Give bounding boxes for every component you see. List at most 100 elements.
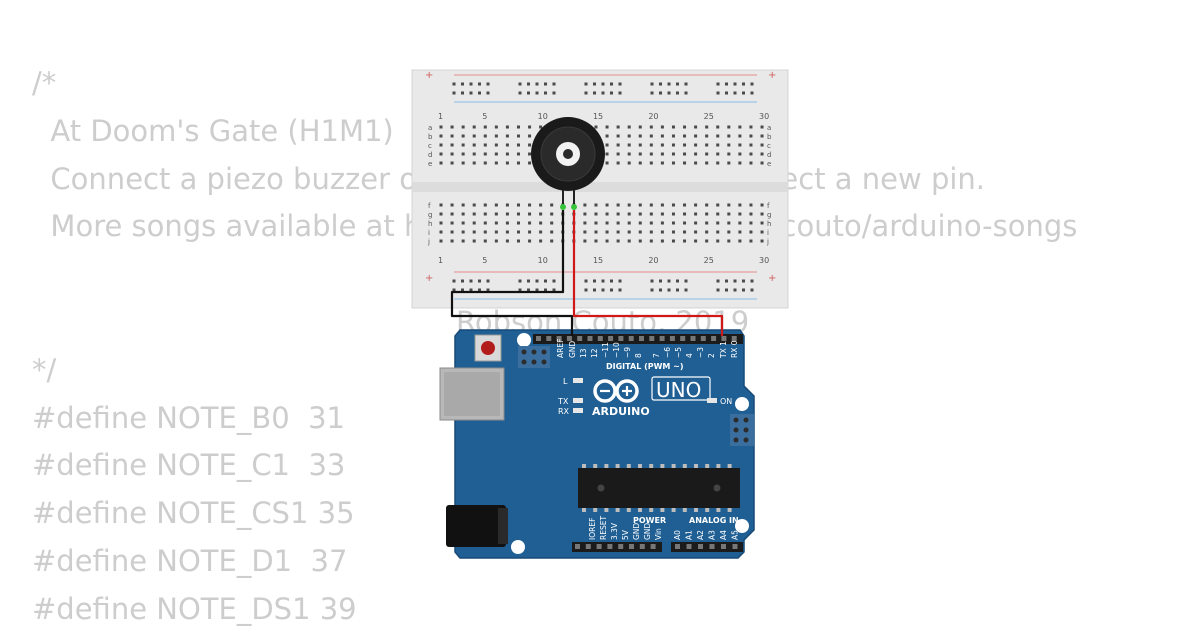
bb-column-number: 10 bbox=[538, 256, 548, 265]
led-rx bbox=[573, 408, 583, 413]
digital-pin-label: 7 bbox=[652, 353, 661, 358]
digital-pin-label: ~3 bbox=[696, 347, 705, 358]
bb-plus-br: + bbox=[768, 273, 776, 284]
bb-row-label: i bbox=[428, 229, 430, 237]
code-line: #define NOTE_C1 33 bbox=[32, 448, 346, 483]
digital-pin-label: 13 bbox=[579, 348, 588, 358]
bb-row-label: f bbox=[428, 202, 431, 210]
bb-plus-tl: + bbox=[425, 70, 433, 81]
code-line: */ bbox=[32, 352, 57, 387]
bb-row-label: i bbox=[767, 229, 769, 237]
led-l bbox=[573, 378, 583, 383]
digital-pin-label: GND bbox=[568, 341, 577, 358]
led-on bbox=[707, 398, 717, 403]
bb-column-number: 30 bbox=[759, 256, 769, 265]
bb-column-number: 5 bbox=[482, 112, 487, 121]
bb-row-label: a bbox=[428, 124, 432, 132]
code-line: #define NOTE_CS1 35 bbox=[32, 496, 355, 531]
bb-column-number: 10 bbox=[538, 112, 548, 121]
bb-row-label: c bbox=[767, 142, 771, 150]
bb-row-label: g bbox=[767, 211, 771, 219]
bb-row-label: j bbox=[766, 238, 769, 246]
wire-red[interactable] bbox=[572, 210, 724, 336]
bb-plus-tr: + bbox=[768, 70, 776, 81]
bb-column-number: 20 bbox=[648, 256, 658, 265]
uno-label: UNO bbox=[656, 378, 701, 402]
led-on-label: ON bbox=[720, 397, 732, 406]
analog-pin-label: A3 bbox=[708, 530, 717, 540]
microcontroller-chip bbox=[578, 468, 740, 508]
bb-column-number: 25 bbox=[704, 256, 714, 265]
bb-row-label: b bbox=[767, 133, 772, 141]
digital-pin-label: 8 bbox=[634, 353, 643, 358]
power-pin-label: IOREF bbox=[588, 518, 597, 540]
digital-pin-label: ~5 bbox=[674, 347, 683, 358]
code-line: #define NOTE_D1 37 bbox=[32, 543, 348, 578]
code-line: #define NOTE_DS1 39 bbox=[32, 591, 357, 626]
power-pin-label: Vin bbox=[654, 528, 663, 540]
dc-jack bbox=[446, 505, 506, 547]
bb-column-number: 1 bbox=[438, 256, 443, 265]
bb-row-label: c bbox=[428, 142, 432, 150]
bb-column-number: 30 bbox=[759, 112, 769, 121]
code-line: At Doom's Gate (H1M1) bbox=[32, 113, 394, 148]
code-line: #define NOTE_B0 31 bbox=[32, 400, 345, 435]
digital-pin-label: ~6 bbox=[663, 347, 672, 358]
piezo-buzzer[interactable] bbox=[531, 117, 605, 210]
led-rx-label: RX bbox=[558, 407, 570, 416]
power-pin-label: 5V bbox=[621, 529, 630, 540]
power-header bbox=[572, 542, 662, 552]
bb-row-label: e bbox=[428, 160, 432, 168]
power-pin-label: 3.3V bbox=[610, 522, 619, 540]
power-header-label: POWER bbox=[633, 516, 666, 525]
analog-pin-label: A2 bbox=[696, 530, 705, 540]
wire-black[interactable] bbox=[450, 210, 574, 336]
power-pin-label: GND bbox=[632, 523, 641, 540]
bb-row-label: d bbox=[767, 151, 771, 159]
bb-column-number: 20 bbox=[648, 112, 658, 121]
arduino-logo bbox=[593, 379, 639, 403]
bb-column-number: 5 bbox=[482, 256, 487, 265]
bb-row-label: h bbox=[767, 220, 771, 228]
analog-pin-label: A1 bbox=[685, 530, 694, 540]
digital-pin-label: TX 1 bbox=[719, 341, 728, 359]
bb-row-label: b bbox=[428, 133, 433, 141]
digital-header bbox=[533, 334, 743, 344]
analog-header bbox=[671, 542, 743, 552]
led-tx-label: TX bbox=[557, 397, 569, 406]
bb-row-label: f bbox=[767, 202, 770, 210]
bb-row-label: j bbox=[427, 238, 430, 246]
bb-row-label: e bbox=[767, 160, 771, 168]
analog-pin-label: A5 bbox=[731, 530, 740, 540]
code-line: /* bbox=[32, 66, 57, 100]
bb-row-label: h bbox=[428, 220, 432, 228]
analog-pin-label: A0 bbox=[673, 530, 682, 540]
bb-row-label: g bbox=[428, 211, 432, 219]
digital-pin-label: AREF bbox=[556, 339, 565, 358]
power-pin-label: RESET bbox=[599, 516, 608, 540]
digital-pin-label: 2 bbox=[707, 353, 716, 358]
digital-header-label: DIGITAL (PWM ~) bbox=[606, 362, 684, 371]
digital-pin-label: 12 bbox=[590, 348, 599, 358]
led-l-label: L bbox=[563, 377, 568, 386]
digital-pin-label: ~9 bbox=[623, 347, 632, 358]
bb-row-label: d bbox=[428, 151, 432, 159]
digital-pin-label: ~10 bbox=[612, 342, 621, 358]
bb-row-label: a bbox=[767, 124, 771, 132]
bb-column-number: 25 bbox=[704, 112, 714, 121]
analog-pin-label: A4 bbox=[719, 530, 728, 540]
bb-column-number: 1 bbox=[438, 112, 443, 121]
bb-column-number: 15 bbox=[593, 256, 603, 265]
digital-pin-label: 4 bbox=[685, 353, 694, 358]
analog-header-label: ANALOG IN bbox=[689, 516, 739, 525]
bb-column-number: 15 bbox=[593, 112, 603, 121]
power-pin-label: GND bbox=[643, 523, 652, 540]
digital-pin-label: RX 0 bbox=[730, 340, 739, 358]
led-tx bbox=[573, 398, 583, 403]
bb-plus-bl: + bbox=[425, 273, 433, 284]
digital-pin-label: ~11 bbox=[601, 342, 610, 358]
arduino-brand: ARDUINO bbox=[592, 405, 650, 418]
